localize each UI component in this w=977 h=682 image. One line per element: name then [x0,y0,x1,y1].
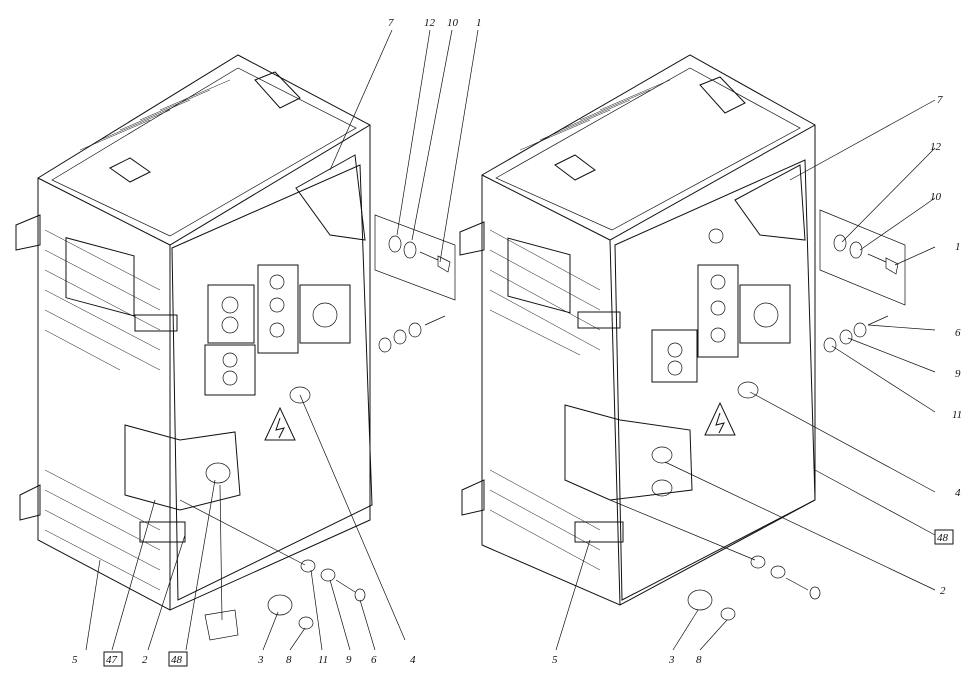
callout-5: 5 [72,654,78,666]
callout-48: 48 [171,654,183,666]
left-callouts: 7 12 10 1 5 47 2 48 3 8 11 9 6 4 [72,17,482,667]
callout-10: 10 [447,17,459,29]
callout-2: 2 [142,654,148,666]
right-cabinet [459,54,936,651]
callout-3: 3 [668,654,675,666]
callout-9: 9 [346,654,352,666]
callout-47: 47 [106,654,118,666]
callout-1: 1 [955,241,961,253]
callout-10: 10 [930,191,942,203]
callout-1: 1 [476,17,482,29]
callout-8: 8 [696,654,702,666]
callout-11: 11 [318,654,328,666]
callout-12: 12 [930,141,942,153]
high-voltage-warning-icon [704,401,736,436]
callout-6: 6 [955,327,961,339]
right-callouts: 7 12 10 1 6 9 11 4 48 2 5 3 8 [552,94,962,666]
callout-12: 12 [424,17,436,29]
high-voltage-warning-icon [264,406,296,441]
callout-48: 48 [937,532,949,544]
callout-9: 9 [955,368,961,380]
left-cabinet [15,29,479,651]
callout-11: 11 [952,409,962,421]
callout-4: 4 [410,654,416,666]
callout-3: 3 [257,654,264,666]
callout-4: 4 [955,487,961,499]
callout-7: 7 [937,94,943,106]
callout-5: 5 [552,654,558,666]
callout-7: 7 [388,17,394,29]
callout-2: 2 [940,585,946,597]
callout-6: 6 [371,654,377,666]
callout-8: 8 [286,654,292,666]
